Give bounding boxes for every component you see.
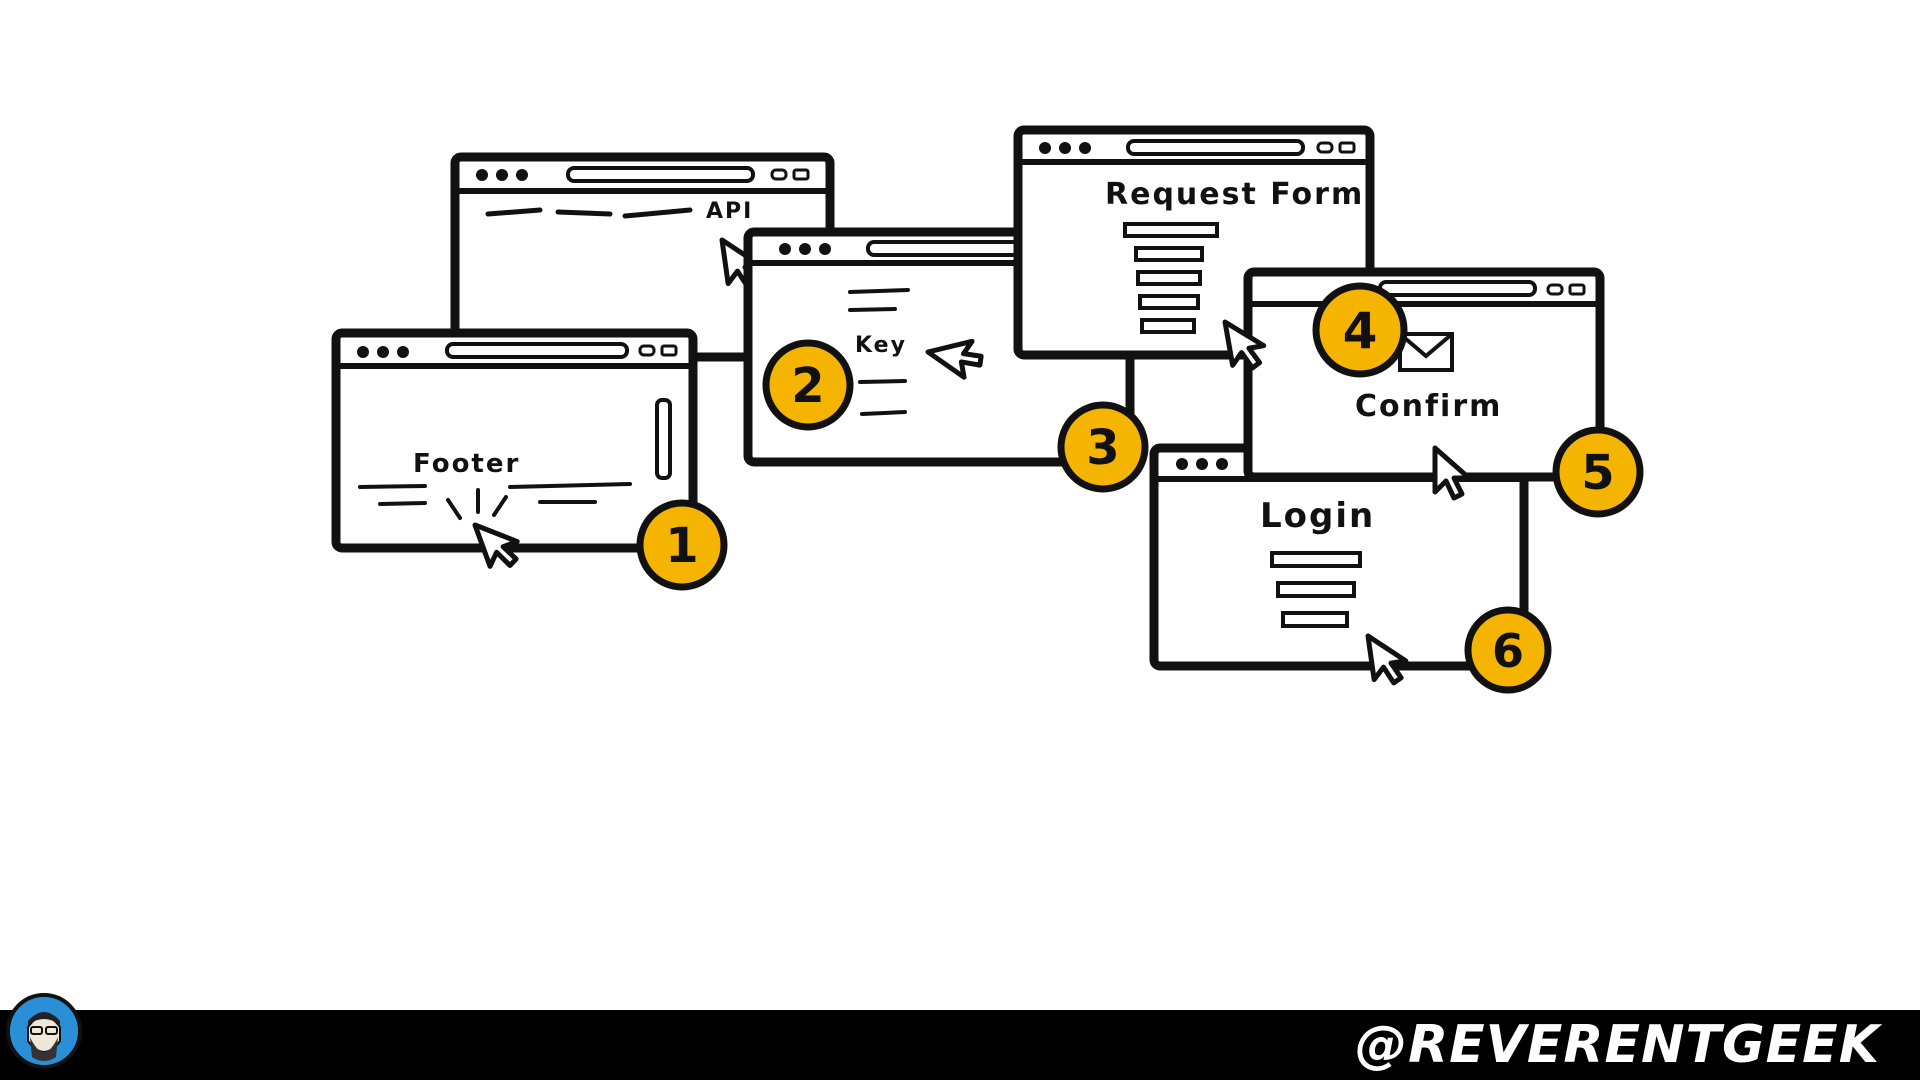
window-footer: Footer <box>331 328 698 572</box>
request-form-label: Request Form <box>1105 177 1364 212</box>
window-login: Login <box>1149 443 1529 686</box>
bearded-man-icon <box>10 997 78 1065</box>
footer-label: Footer <box>413 449 520 479</box>
step-badge-6: 6 <box>1464 606 1552 694</box>
step-badge-2: 2 <box>762 339 854 431</box>
step-badge-1: 1 <box>636 499 728 591</box>
badge-number: 2 <box>791 358 824 414</box>
badge-number: 3 <box>1086 420 1119 476</box>
badge-number: 5 <box>1581 445 1614 501</box>
window-confirm: Confirm <box>1243 267 1605 498</box>
step-badge-3: 3 <box>1057 401 1149 493</box>
badge-number: 6 <box>1492 624 1524 678</box>
envelope-icon <box>1398 332 1454 372</box>
step-badge-5: 5 <box>1552 426 1644 518</box>
login-label: Login <box>1260 496 1375 536</box>
footer-bar <box>0 1010 1920 1080</box>
step-badge-4: 4 <box>1312 282 1408 378</box>
avatar <box>6 993 82 1069</box>
api-label: API <box>706 199 753 224</box>
key-label: Key <box>855 333 907 358</box>
badge-number: 4 <box>1343 302 1378 360</box>
badge-number: 1 <box>665 518 698 574</box>
confirm-label: Confirm <box>1355 389 1502 424</box>
journey-diagram: API Footer Key Request Form <box>331 125 1644 694</box>
twitter-handle: @REVERENTGEEK <box>1355 1015 1880 1075</box>
